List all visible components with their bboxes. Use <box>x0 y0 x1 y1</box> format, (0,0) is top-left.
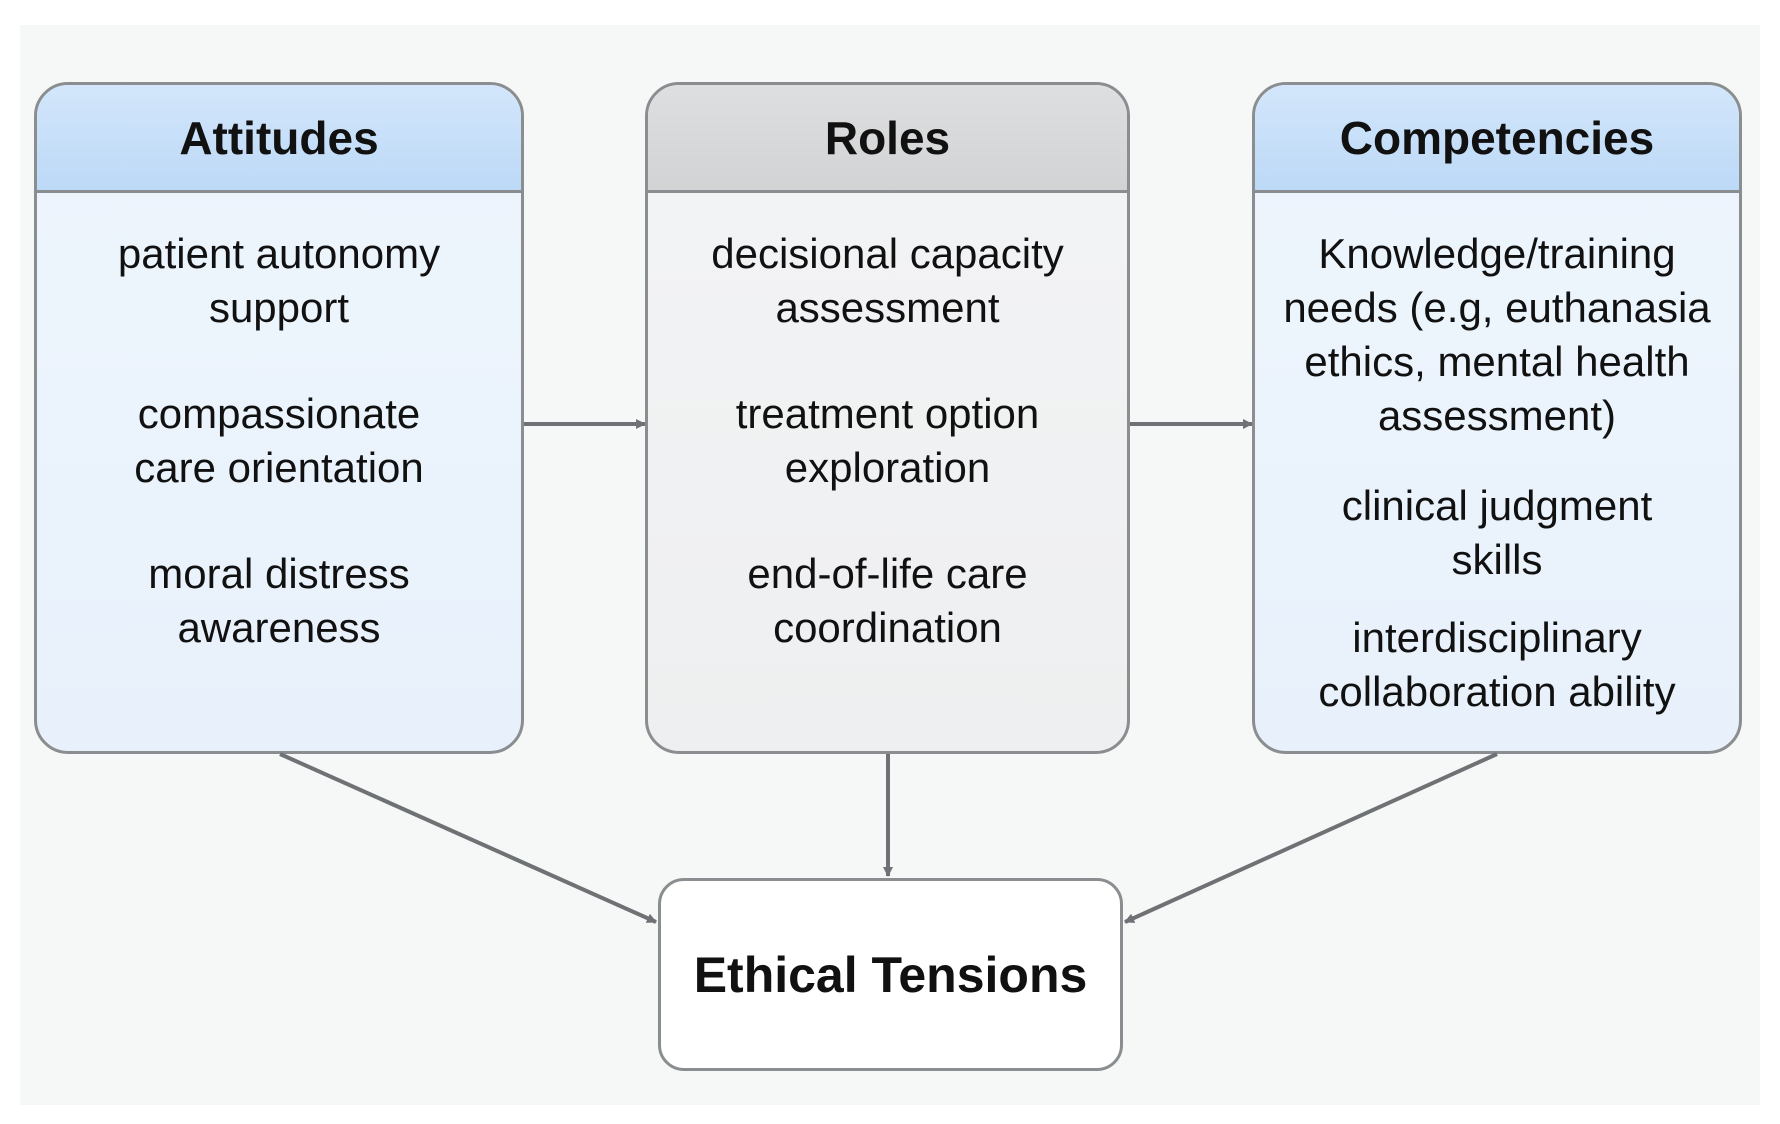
attitudes-item-1-line-1: patient autonomy <box>117 230 441 277</box>
roles-item-1-line-1: decisional capacity <box>711 230 1064 277</box>
roles-item-1-line-2: assessment <box>775 284 1000 331</box>
attitudes-item-3-line-1: moral distress <box>148 550 410 597</box>
competencies-item-1-line-4: assessment) <box>1377 392 1617 439</box>
competencies-item-1: Knowledge/training needs (e.g, euthanasi… <box>1255 227 1739 443</box>
ethical-tensions-title: Ethical Tensions <box>693 946 1088 1003</box>
competencies-item-1-line-2: needs (e.g, euthanasia <box>1283 284 1711 331</box>
roles-item-2-line-1: treatment option <box>735 390 1040 437</box>
competencies-item-2-line-1: clinical judgment <box>1341 482 1653 529</box>
attitudes-item-2: compassionate care orientation <box>37 387 521 495</box>
competencies-title: Competencies <box>1255 85 1739 193</box>
attitudes-item-3: moral distress awareness <box>37 547 521 655</box>
competencies-item-2-line-2: skills <box>1451 536 1543 583</box>
ethical-tensions-box: Ethical Tensions <box>658 878 1123 1071</box>
attitudes-item-1-line-2: support <box>208 284 350 331</box>
competencies-item-3-line-1: interdisciplinary <box>1352 614 1642 661</box>
competencies-item-2: clinical judgment skills <box>1255 479 1739 587</box>
roles-item-1: decisional capacity assessment <box>648 227 1127 335</box>
roles-item-3-line-1: end-of-life care <box>747 550 1028 597</box>
attitudes-item-1: patient autonomy support <box>37 227 521 335</box>
roles-item-3-line-2: coordination <box>773 604 1002 651</box>
competencies-item-3: interdisciplinary collaboration ability <box>1255 611 1739 719</box>
competencies-item-1-line-1: Knowledge/training <box>1318 230 1676 277</box>
attitudes-title: Attitudes <box>37 85 521 193</box>
competencies-item-3-line-2: collaboration ability <box>1318 668 1676 715</box>
roles-item-3: end-of-life care coordination <box>648 547 1127 655</box>
attitudes-item-2-line-2: care orientation <box>134 444 424 491</box>
competencies-box: Competencies Knowledge/training needs (e… <box>1252 82 1742 754</box>
competencies-item-1-line-3: ethics, mental health <box>1304 338 1690 385</box>
roles-box: Roles decisional capacity assessment tre… <box>645 82 1130 754</box>
roles-title: Roles <box>648 85 1127 193</box>
attitudes-item-3-line-2: awareness <box>177 604 381 651</box>
attitudes-item-2-line-1: compassionate <box>137 390 421 437</box>
roles-item-2-line-2: exploration <box>784 444 991 491</box>
attitudes-box: Attitudes patient autonomy support compa… <box>34 82 524 754</box>
roles-item-2: treatment option exploration <box>648 387 1127 495</box>
